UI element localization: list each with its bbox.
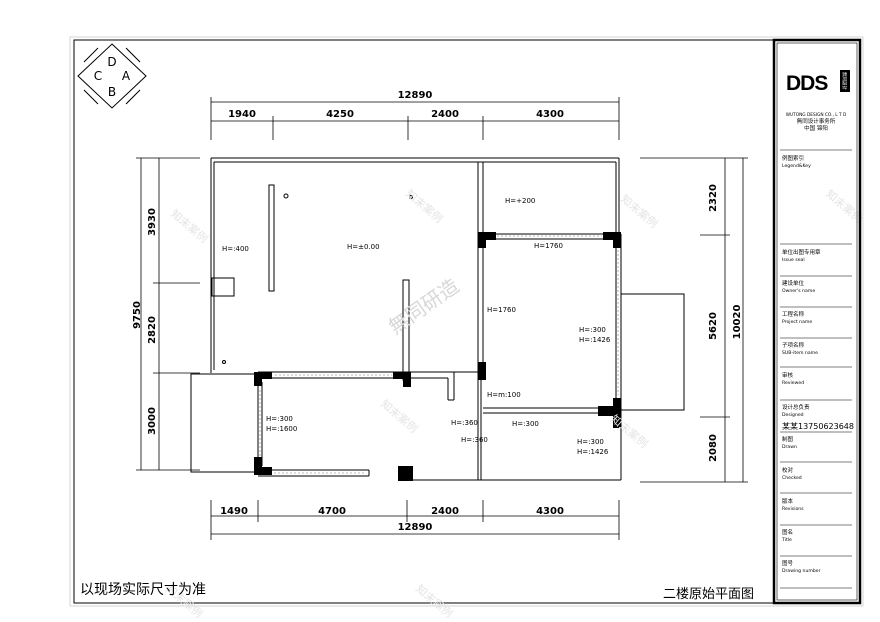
- field-owner: 建设单位: [782, 279, 805, 287]
- field-owner-en: Owner's name: [782, 288, 815, 294]
- right-dimensions: [640, 157, 748, 483]
- top-dim-2: 4250: [326, 109, 354, 120]
- field-project-en: Project name: [782, 319, 812, 325]
- footer-note: 以现场实际尺寸为准: [80, 582, 206, 598]
- compass-c: C: [94, 69, 102, 83]
- logo-side-text: 無同設計: [841, 72, 848, 90]
- field-designed: 设计总负责: [782, 403, 810, 411]
- floor-plan: [190, 157, 685, 481]
- compass-d: D: [107, 55, 116, 69]
- bottom-dim-4: 4300: [536, 506, 564, 517]
- left-total-dim: 9750: [132, 301, 143, 329]
- left-dimensions: [136, 157, 200, 471]
- top-dim-3: 2400: [431, 109, 459, 120]
- field-title: 图名: [782, 528, 793, 536]
- annotation: H=:300: [579, 326, 606, 334]
- field-revisions-en: Revisions: [782, 506, 804, 512]
- field-title-en: Title: [781, 537, 792, 543]
- logo-text: DDS: [786, 72, 828, 95]
- annotation: H=:300: [577, 438, 604, 446]
- annotation: H=:360: [451, 419, 478, 427]
- field-checked-en: Checked: [782, 475, 802, 481]
- watermark-small: 知末案例: [413, 582, 456, 621]
- title-block: DDS 無同設計 WUTONG DESIGN CO., L T D 無同设计事务…: [772, 38, 862, 605]
- field-sub-item-en: SUB-item name: [782, 350, 818, 356]
- field-reviewed-en: Reviewed: [782, 380, 804, 386]
- compass-b: B: [108, 85, 116, 99]
- annotation: H=:400: [222, 245, 249, 253]
- annotation: H=1760: [534, 242, 563, 250]
- left-dim-3: 3000: [147, 407, 158, 435]
- annotation: H=:360: [461, 436, 488, 444]
- field-revisions: 版本: [782, 497, 794, 505]
- watermark-small: 知末案例: [168, 207, 211, 246]
- watermark-small: 知末案例: [378, 397, 421, 436]
- left-dim-2: 2820: [147, 316, 158, 344]
- watermark-small: 知末案例: [403, 187, 446, 226]
- top-dimensions: [210, 97, 620, 140]
- field-issue-seal-en: Issue seal: [782, 257, 805, 263]
- drawing-title: 二楼原始平面图: [663, 587, 754, 602]
- field-drawing-number: 图号: [782, 559, 794, 567]
- bottom-total-dim: 12890: [398, 522, 433, 533]
- right-dim-2: 5620: [708, 312, 719, 340]
- annotation: H=:1426: [579, 336, 611, 344]
- company-location: 中国 锦阳: [804, 124, 828, 132]
- field-drawn-en: Drawn: [782, 444, 797, 450]
- bottom-dimensions: [210, 500, 620, 540]
- annotation: H=+200: [505, 197, 535, 205]
- left-dim-1: 3930: [147, 208, 158, 236]
- annotation: H=:1426: [577, 448, 609, 456]
- dds-logo: DDS 無同設計: [786, 70, 850, 95]
- sheet-outer-frame: [69, 36, 864, 607]
- columns: [254, 232, 621, 481]
- right-dim-1: 2320: [708, 184, 719, 212]
- top-total-dim: 12890: [398, 90, 433, 101]
- top-dim-4: 4300: [536, 109, 564, 120]
- top-dim-1: 1940: [228, 109, 256, 120]
- field-drawn: 制图: [782, 435, 794, 443]
- elevation-annotations: H=:400 H=±0.00 H=+200 H=1760 H=1760 H=:3…: [222, 197, 611, 456]
- annotation: H=m:100: [487, 391, 521, 399]
- watermark-small: 知末案例: [608, 412, 651, 451]
- watermarks: 無同研造 知末案例 知末案例 知末案例 知末案例 知末案例 知末案例 知末案例 …: [163, 187, 866, 621]
- annotation: H=:300: [512, 420, 539, 428]
- company-en: WUTONG DESIGN CO., L T D: [786, 112, 847, 118]
- field-project: 工程名称: [782, 310, 805, 318]
- field-legend: 例图索引: [782, 154, 804, 162]
- right-total-dim: 10020: [732, 305, 743, 340]
- right-dim-3: 2080: [708, 434, 719, 462]
- bottom-dim-1: 1490: [220, 506, 248, 517]
- field-sub-item: 子项名称: [782, 341, 805, 349]
- field-reviewed: 审核: [782, 371, 794, 379]
- annotation: H=1760: [487, 306, 516, 314]
- annotation: H=:300: [266, 415, 293, 423]
- field-legend-en: Legend&Key: [782, 163, 811, 169]
- bottom-dim-3: 2400: [431, 506, 459, 517]
- field-designed-en: Designed: [782, 412, 804, 418]
- designer-value: 某某13750623648: [782, 422, 854, 431]
- compass-a: A: [122, 69, 131, 83]
- field-issue-seal: 单位出图专用章: [782, 248, 821, 256]
- windows: [259, 235, 619, 474]
- field-drawing-number-en: Drawing number: [782, 568, 821, 574]
- annotation: H=:1600: [266, 425, 297, 433]
- bottom-dim-2: 4700: [318, 506, 346, 517]
- watermark-main: 無同研造: [384, 274, 463, 340]
- annotation: H=±0.00: [347, 243, 380, 251]
- company-cn: 無同设计事务所: [797, 117, 836, 125]
- compass-icon: D A B C: [77, 43, 147, 109]
- watermark-small: 知末案例: [618, 192, 661, 231]
- field-checked: 校对: [782, 466, 794, 474]
